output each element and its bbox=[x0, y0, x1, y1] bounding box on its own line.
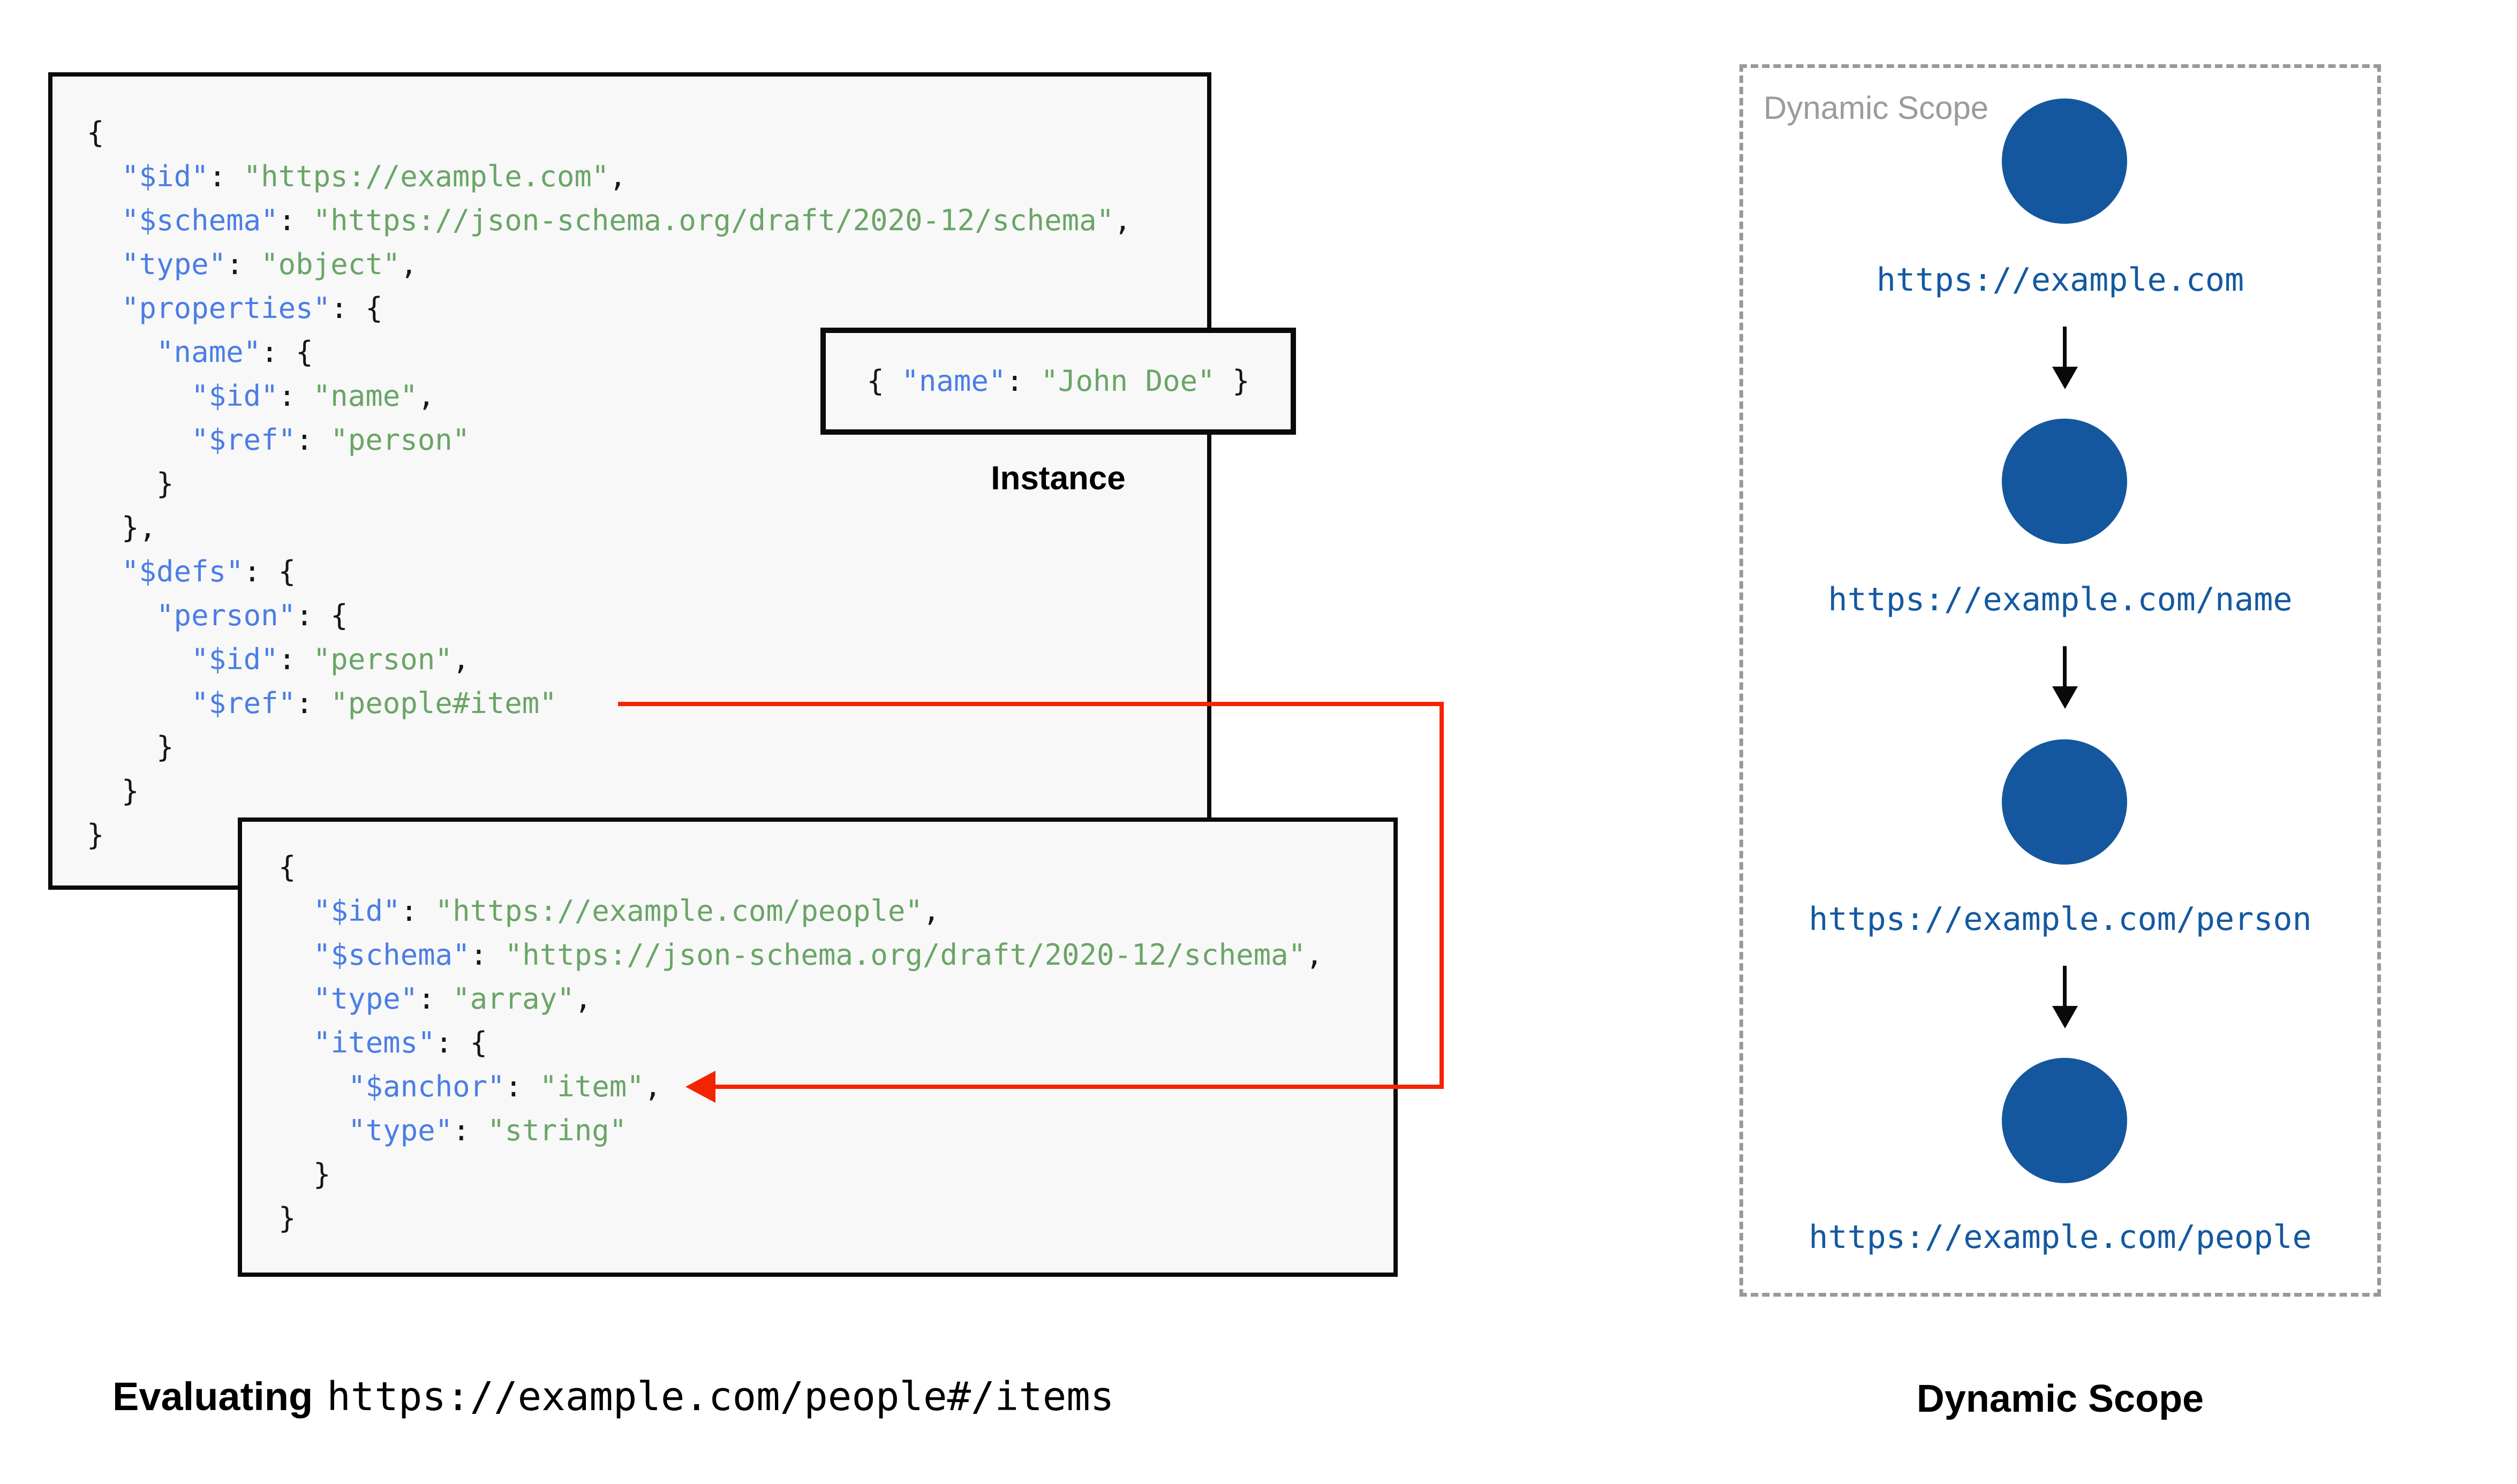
dynamic-scope-panel: Dynamic Scope https://example.com https:… bbox=[1739, 64, 2381, 1297]
scope-node-label-people: https://example.com/people bbox=[1808, 1218, 2312, 1256]
root-schema-code: { "$id": "https://example.com", "$schema… bbox=[87, 116, 1132, 852]
people-schema-code: { "$id": "https://example.com/people", "… bbox=[278, 850, 1323, 1235]
scope-arrow-down-icon-1 bbox=[2063, 327, 2067, 367]
instance-code: { "name": "John Doe" } bbox=[866, 364, 1250, 398]
scope-node-circle-root bbox=[2002, 99, 2127, 224]
root-schema-box: { "$id": "https://example.com", "$schema… bbox=[48, 72, 1211, 890]
evaluating-uri: https://example.com/people#/items bbox=[327, 1374, 1114, 1420]
scope-node-circle-person bbox=[2002, 739, 2127, 865]
instance-box: { "name": "John Doe" } bbox=[820, 328, 1296, 435]
scope-node-label-person: https://example.com/person bbox=[1808, 900, 2312, 938]
scope-node-circle-people bbox=[2002, 1058, 2127, 1183]
scope-arrow-down-icon-2 bbox=[2063, 646, 2067, 686]
ref-line-top bbox=[618, 702, 1444, 706]
evaluating-caption: Evaluating https://example.com/people#/i… bbox=[112, 1374, 1114, 1420]
dynamic-scope-watermark: Dynamic Scope bbox=[1764, 90, 1989, 126]
dynamic-scope-caption: Dynamic Scope bbox=[1916, 1377, 2204, 1420]
scope-node-circle-name bbox=[2002, 419, 2127, 544]
scope-node-label-name: https://example.com/name bbox=[1828, 581, 2293, 618]
ref-line-bottom bbox=[712, 1085, 1444, 1089]
instance-label: Instance bbox=[991, 460, 1126, 497]
people-schema-box: { "$id": "https://example.com/people", "… bbox=[238, 817, 1398, 1277]
evaluating-prefix: Evaluating bbox=[112, 1374, 313, 1419]
scope-node-label-root: https://example.com bbox=[1876, 261, 2244, 299]
ref-arrowhead-icon bbox=[685, 1071, 715, 1103]
scope-arrow-down-icon-3 bbox=[2063, 966, 2067, 1006]
ref-line-vertical bbox=[1440, 702, 1444, 1089]
